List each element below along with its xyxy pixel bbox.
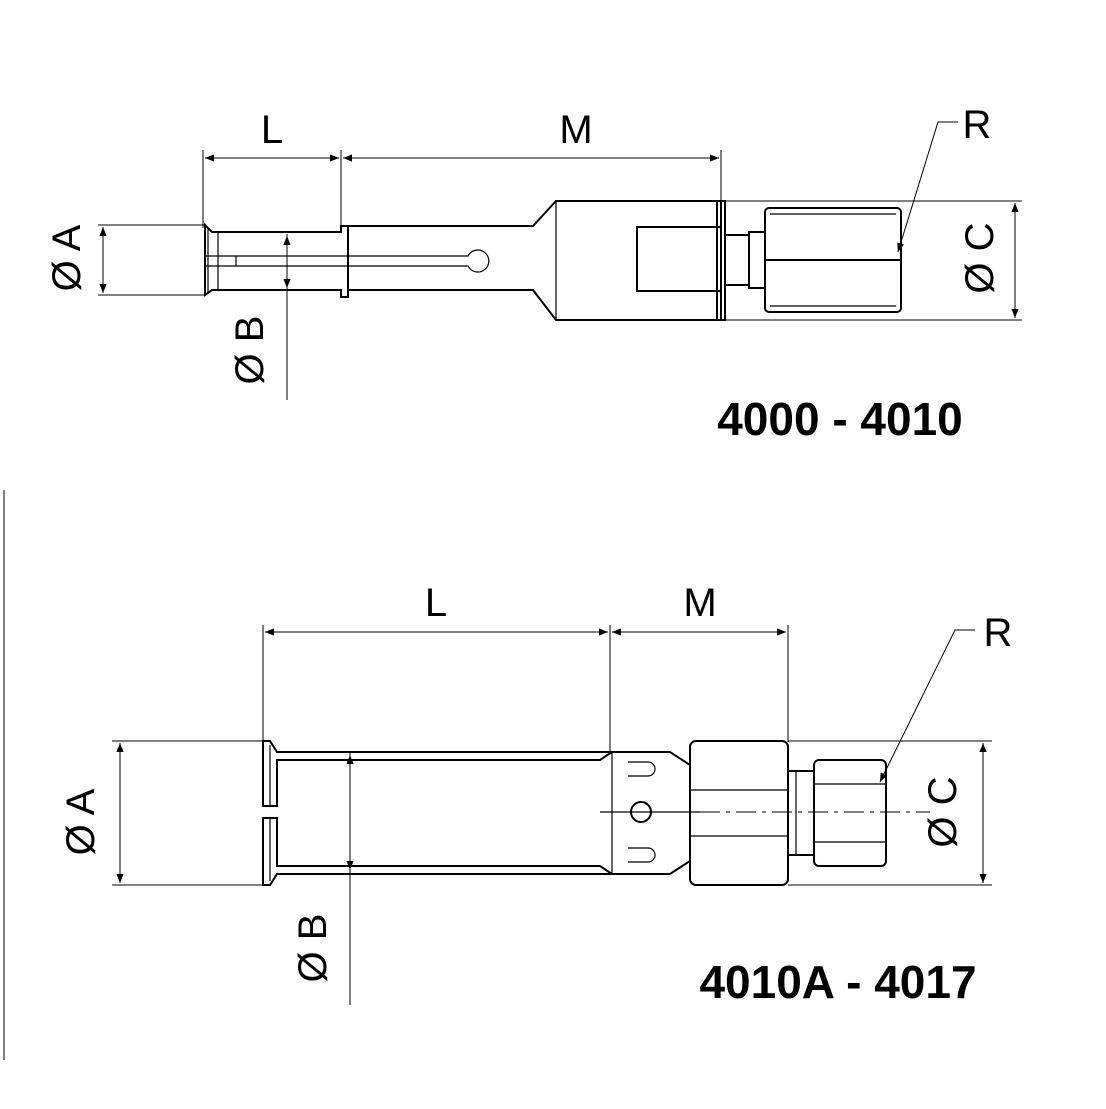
top-drawing: L M Ø A Ø B Ø C R bbox=[45, 103, 1022, 445]
part-code-bottom: 4010A - 4017 bbox=[699, 956, 976, 1008]
label-m: M bbox=[559, 108, 592, 152]
label-diameter-c: Ø C bbox=[958, 222, 1002, 293]
label-r: R bbox=[984, 611, 1013, 655]
top-part-body bbox=[204, 200, 902, 321]
leader-line-r bbox=[879, 629, 975, 783]
bottom-drawing: L M Ø A Ø B Ø C R bbox=[59, 581, 1012, 1008]
label-diameter-b: Ø B bbox=[291, 914, 335, 983]
label-l: L bbox=[425, 581, 447, 625]
label-diameter-a: Ø A bbox=[59, 788, 103, 855]
label-diameter-b: Ø B bbox=[228, 316, 272, 385]
leader-line-r bbox=[897, 121, 958, 253]
label-diameter-a: Ø A bbox=[45, 224, 89, 291]
part-code-top: 4000 - 4010 bbox=[717, 393, 963, 445]
label-m: M bbox=[683, 581, 716, 625]
label-l: L bbox=[261, 108, 283, 152]
bottom-part-body bbox=[262, 740, 930, 886]
label-r: R bbox=[963, 103, 992, 147]
